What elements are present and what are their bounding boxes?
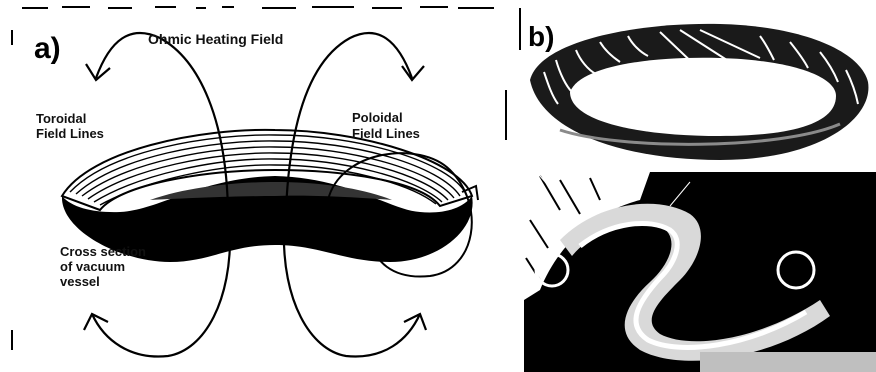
plasma-photo <box>524 172 876 372</box>
arrowhead-right-upper <box>402 66 424 80</box>
poloidal-label-line1: Poloidal <box>352 110 403 125</box>
panel-b-letter: b) <box>528 21 554 52</box>
ohmic-heating-label: Ohmic Heating Field <box>148 31 283 47</box>
cross-section-label-line1: Cross section <box>60 244 146 259</box>
cross-section-label-line2: of vacuum <box>60 259 125 274</box>
plasma-photo-lower-light <box>700 352 876 372</box>
toroidal-label-line2: Field Lines <box>36 126 104 141</box>
torus <box>62 130 473 262</box>
panel-b: b) <box>520 8 876 372</box>
tokamak-ring-photo <box>520 8 868 160</box>
toroidal-label-line1: Toroidal <box>36 111 86 126</box>
cross-section-label-line3: vessel <box>60 274 100 289</box>
panel-a: a) <box>12 7 506 357</box>
panel-a-letter: a) <box>34 32 61 65</box>
poloidal-label-line2: Field Lines <box>352 126 420 141</box>
